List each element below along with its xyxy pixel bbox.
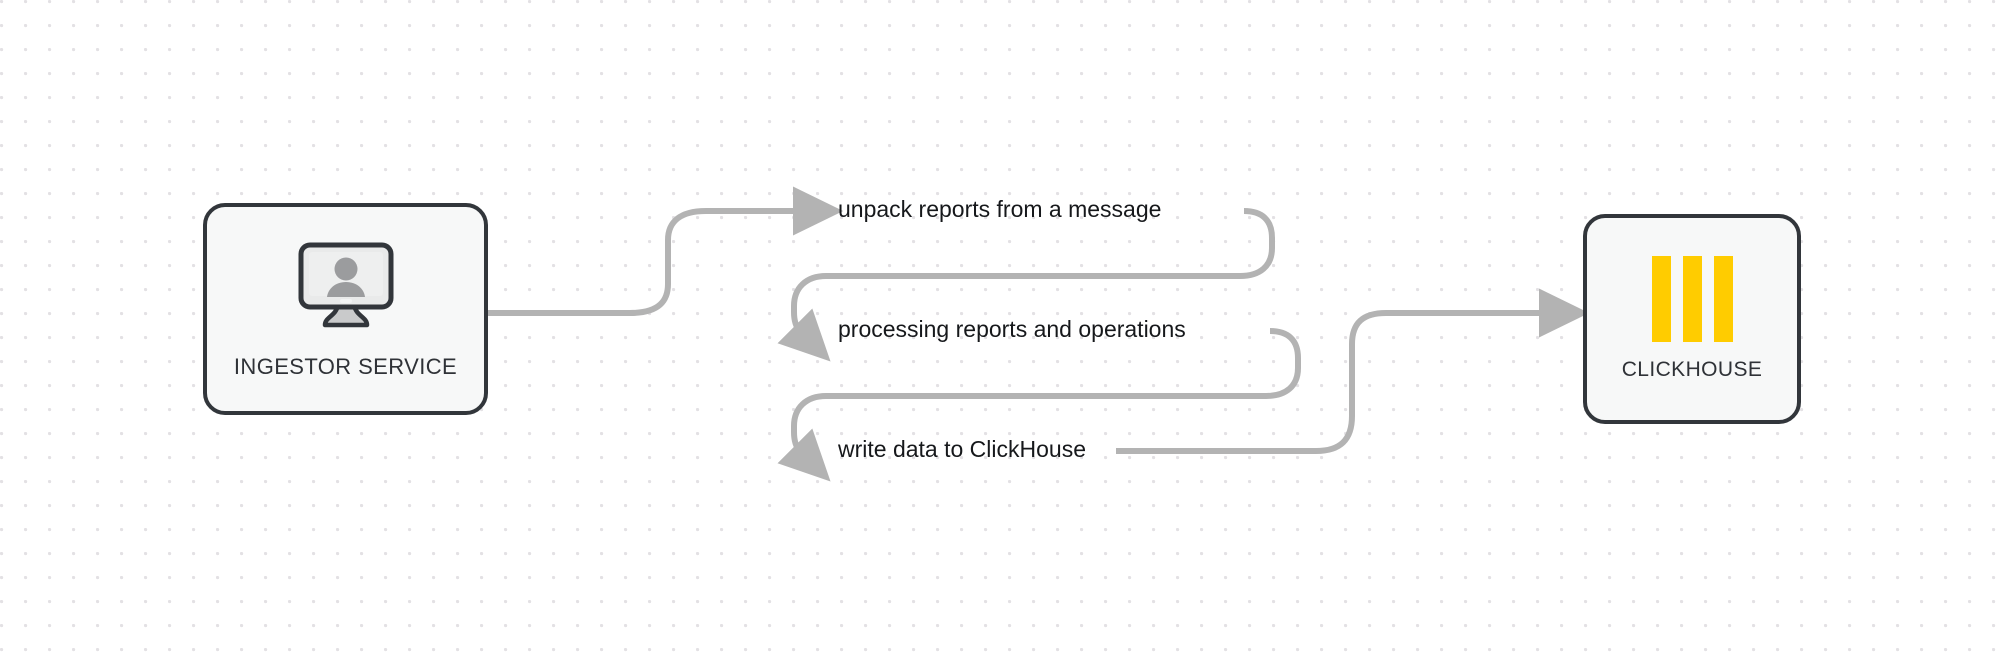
edge-label-write-data: write data to ClickHouse: [838, 436, 1086, 462]
connector-step2-to-step3: [777, 328, 1301, 482]
node-clickhouse-label: CLICKHOUSE: [1621, 358, 1763, 381]
node-ingestor-service[interactable]: INGESTOR SERVICE: [203, 203, 488, 415]
node-ingestor-service-label: INGESTOR SERVICE: [233, 353, 458, 379]
monitor-user-icon: [294, 239, 398, 340]
connector-step1-to-step2: [777, 208, 1275, 362]
edge-label-unpack-reports: unpack reports from a message: [838, 196, 1162, 222]
clickhouse-logo-bar: [1682, 256, 1702, 342]
edge-label-processing-reports: processing reports and operations: [838, 316, 1186, 342]
node-clickhouse[interactable]: CLICKHOUSE: [1583, 214, 1801, 424]
clickhouse-logo-bar: [1713, 256, 1733, 342]
clickhouse-logo-icon: [1651, 256, 1733, 342]
clickhouse-logo-bar: [1651, 256, 1671, 342]
connector-service-to-step1: [488, 186, 844, 316]
